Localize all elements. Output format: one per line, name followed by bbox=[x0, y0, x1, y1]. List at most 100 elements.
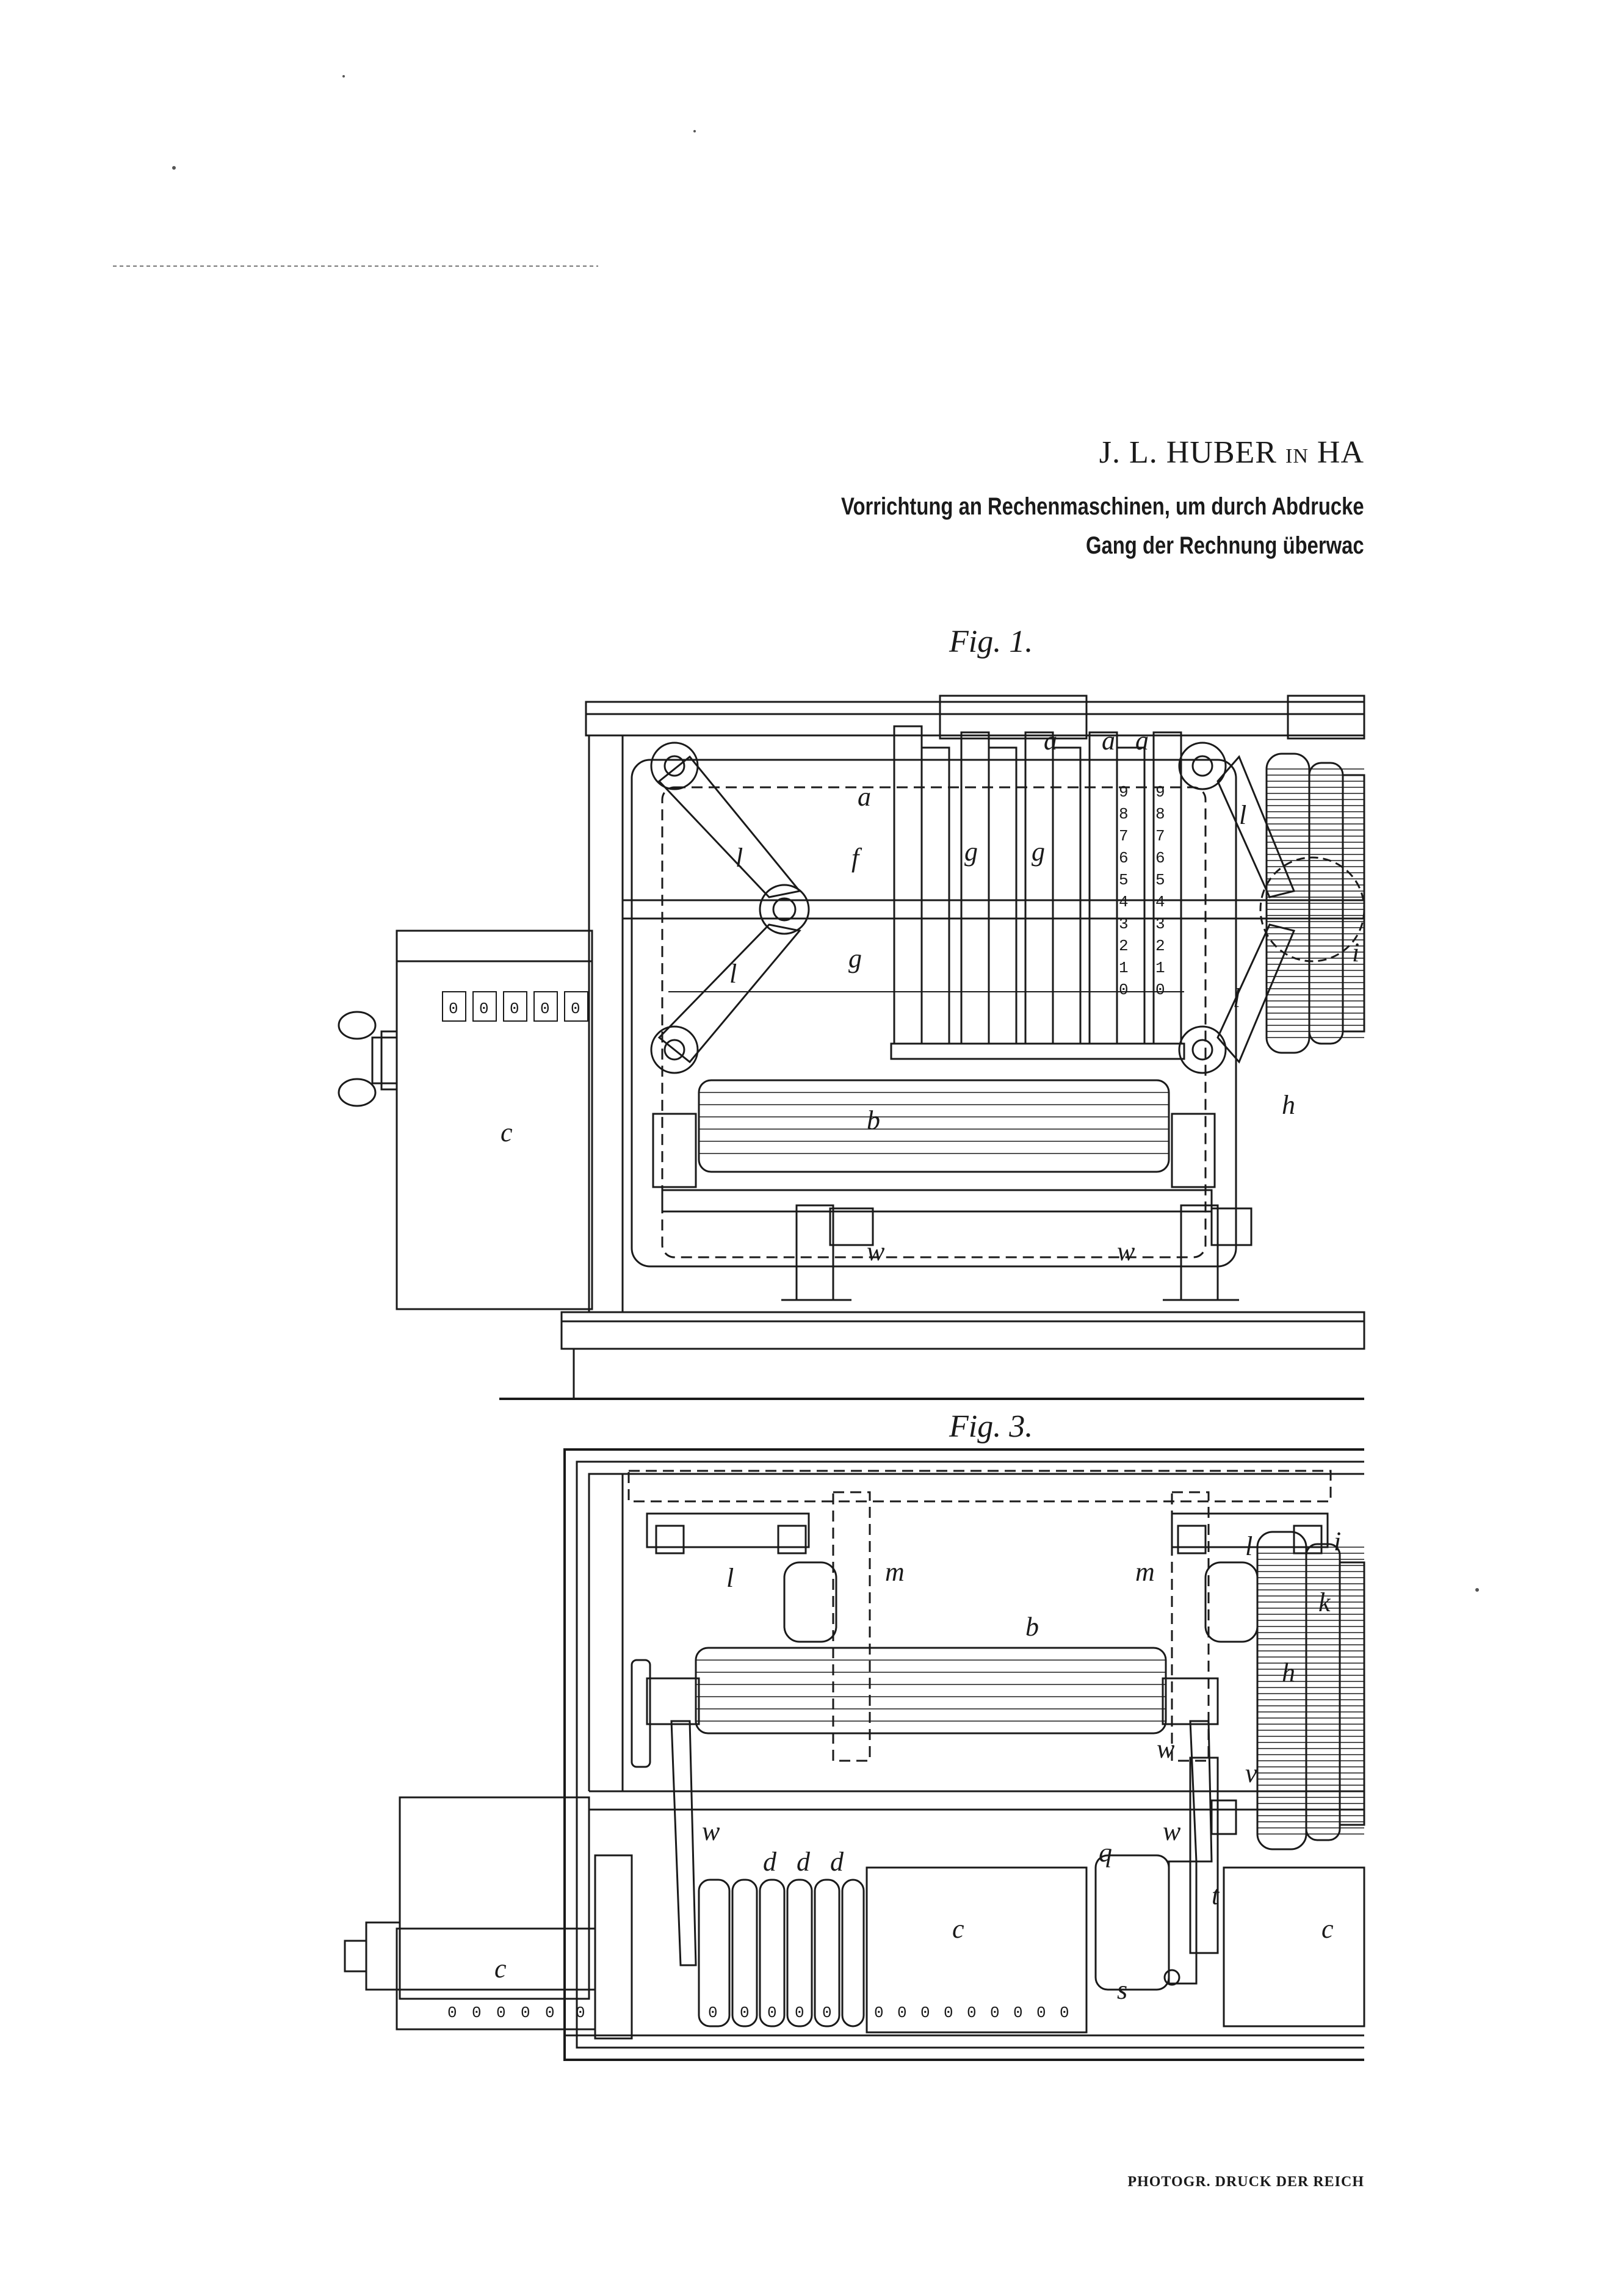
fig3-letter-d-3: d bbox=[830, 1847, 844, 1877]
fig3-middle-block bbox=[866, 1866, 1088, 2034]
fig1-letter-w-2: w bbox=[1117, 1236, 1135, 1266]
patentee-heading: J. L. HUBER IN HA bbox=[1099, 435, 1364, 471]
fig3-ink-roller bbox=[631, 1647, 1219, 1768]
fig3-reference-letters: l l m m b i k h w w w v d d d q t s c c bbox=[494, 1526, 1341, 2005]
fig3-letter-s: s bbox=[1117, 1975, 1127, 2005]
fig1-links bbox=[657, 755, 1296, 1064]
fig1-scale-digit: 9 bbox=[1119, 783, 1129, 801]
fig1-letter-c: c bbox=[501, 1117, 513, 1147]
fig3-counter-digit: 0 bbox=[545, 2004, 555, 2022]
fig1-scale-digit: 9 bbox=[1155, 783, 1165, 801]
fig3-middle-digit: 0 bbox=[990, 2004, 1000, 2022]
fig1-counter-digits: 0 0 0 0 0 bbox=[449, 1000, 580, 1018]
fig3-housing bbox=[563, 1448, 1364, 2061]
fig3-letter-d: d bbox=[763, 1847, 777, 1877]
scan-specks bbox=[113, 75, 1479, 1592]
fig1-base-rail bbox=[560, 1311, 1365, 1350]
fig1-scale-digit: 1 bbox=[1155, 959, 1165, 977]
fig1-scale-digit: 4 bbox=[1119, 893, 1129, 911]
fig1-scale-digit: 0 bbox=[1155, 981, 1165, 999]
fig1-frame-outline bbox=[631, 759, 1237, 1268]
fig1-letter-h: h bbox=[1282, 1090, 1295, 1120]
fig3-gear-wheel bbox=[1256, 1531, 1365, 1850]
fig3-letter-w-2: w bbox=[702, 1816, 720, 1846]
fig1-letter-l-3: l bbox=[1239, 800, 1246, 830]
fig3-middle-digit: 0 bbox=[1013, 2004, 1023, 2022]
fig1-letter-a: a bbox=[858, 782, 871, 812]
fig1-letter-l-2: l bbox=[729, 959, 737, 989]
fig3-letter-k: k bbox=[1318, 1587, 1331, 1617]
fig3-counter-digit: 0 bbox=[472, 2004, 482, 2022]
fig3-counter-digits: 0 0 0 0 0 0 bbox=[447, 2004, 585, 2022]
fig3-wheel-digit: 0 bbox=[795, 2004, 804, 2022]
fig3-letter-m: m bbox=[885, 1557, 905, 1587]
fig3-arms bbox=[589, 1720, 1364, 1966]
fig3-counter-box bbox=[344, 1796, 633, 2040]
fig1-letter-l: l bbox=[736, 843, 743, 873]
fig3-middle-digit: 0 bbox=[1060, 2004, 1069, 2022]
fig3-letter-t: t bbox=[1212, 1880, 1220, 1910]
fig3-counter-digit: 0 bbox=[447, 2004, 457, 2022]
fig1-scale-digit: 5 bbox=[1155, 871, 1165, 889]
fig1-counter-windows bbox=[442, 991, 588, 1022]
fig3-counter-digit: 0 bbox=[496, 2004, 506, 2022]
fig1-scale-digit: 2 bbox=[1119, 937, 1129, 955]
fig1-letter-a-top-3: a bbox=[1135, 726, 1149, 756]
fig1-scale-digit: 7 bbox=[1155, 827, 1165, 845]
fig1-wing-nut bbox=[338, 1011, 398, 1107]
fig1-scale-digit: 6 bbox=[1119, 849, 1129, 867]
fig1-scale-digit: 5 bbox=[1119, 871, 1129, 889]
fig1-gear-teeth bbox=[1267, 768, 1364, 1038]
fig1-letter-g-2: g bbox=[964, 837, 978, 867]
printer-imprint: PHOTOGR. DRUCK DER REICH bbox=[1127, 2174, 1364, 2190]
fig1-scale-digit: 0 bbox=[1119, 981, 1129, 999]
fig3-counter-digit: 0 bbox=[576, 2004, 585, 2022]
fig1-reference-letters: a a a a l l l l f g g g b c w w h i bbox=[501, 726, 1359, 1266]
fig3-cams bbox=[783, 1561, 1259, 1643]
figure-1-label: Fig. 1. bbox=[949, 624, 1033, 659]
fig1-letter-a-top: a bbox=[1044, 726, 1057, 756]
fig3-letter-h: h bbox=[1282, 1658, 1295, 1688]
fig3-letter-c-3: c bbox=[1321, 1914, 1334, 1944]
fig1-scale-digit: 1 bbox=[1119, 959, 1129, 977]
fig1-letter-a-top-2: a bbox=[1102, 726, 1115, 756]
fig3-letter-i: i bbox=[1334, 1526, 1341, 1556]
fig3-letter-m-2: m bbox=[1135, 1557, 1155, 1587]
fig1-counter-digit: 0 bbox=[479, 1000, 489, 1018]
fig3-letter-b: b bbox=[1025, 1612, 1039, 1642]
fig3-gear-teeth bbox=[1257, 1547, 1364, 1835]
fig1-scale-digit: 8 bbox=[1119, 805, 1129, 823]
fig3-wheel-digit: 0 bbox=[708, 2004, 718, 2022]
fig1-letter-l-4: l bbox=[1233, 983, 1240, 1013]
fig1-counter-digit: 0 bbox=[449, 1000, 458, 1018]
fig3-wheel-digit: 0 bbox=[767, 2004, 777, 2022]
fig1-pivot-pulleys bbox=[650, 742, 1227, 1074]
fig3-letter-c: c bbox=[494, 1954, 507, 1984]
fig3-counter-digit: 0 bbox=[521, 2004, 530, 2022]
fig3-letter-q: q bbox=[1099, 1838, 1112, 1868]
fig1-scale-digit: 4 bbox=[1155, 893, 1165, 911]
fig1-type-bars bbox=[890, 725, 1185, 1060]
fig1-letter-g: g bbox=[848, 944, 862, 973]
fig1-ink-roller bbox=[652, 1079, 1216, 1188]
fig1-scale-digit: 7 bbox=[1119, 827, 1129, 845]
fig1-letter-b: b bbox=[867, 1105, 880, 1135]
fig1-letter-w: w bbox=[867, 1236, 885, 1266]
fig1-top-rail bbox=[585, 701, 1365, 737]
fig3-lever-bars bbox=[646, 1491, 1329, 1762]
fig3-letter-l: l bbox=[726, 1563, 734, 1593]
fig3-letter-w-3: w bbox=[1163, 1816, 1181, 1846]
fig3-wheel-digits: 0 0 0 0 0 bbox=[708, 2004, 832, 2022]
fig1-counter-box bbox=[396, 930, 593, 1310]
fig1-supports bbox=[781, 1204, 1252, 1301]
fig3-middle-digit: 0 bbox=[874, 2004, 884, 2022]
fig1-shaft bbox=[623, 899, 1364, 920]
fig1-letter-g-3: g bbox=[1032, 837, 1045, 867]
fig3-letter-l-2: l bbox=[1245, 1531, 1252, 1561]
fig3-letter-w: w bbox=[1157, 1734, 1175, 1764]
fig1-scale-digit: 3 bbox=[1155, 915, 1165, 933]
fig3-middle-digit: 0 bbox=[1036, 2004, 1046, 2022]
